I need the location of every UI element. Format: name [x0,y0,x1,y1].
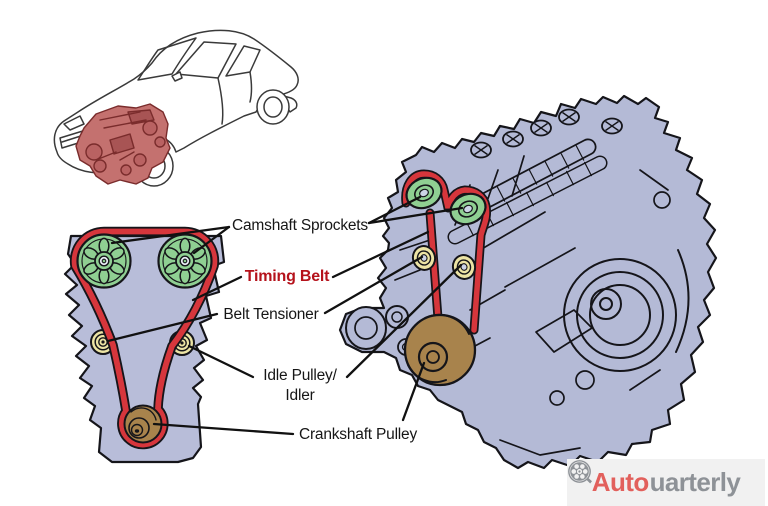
leader-timing-belt-left [191,275,243,302]
leader-camshaft-right-2 [367,206,464,225]
label-crankshaft-pulley: Crankshaft Pulley [298,426,418,443]
oil-cap [530,119,552,137]
logo-wordmark: Auto uarterly [568,460,741,498]
logo-text-uarterly: uarterly [649,467,741,497]
oil-cap [502,130,524,148]
camshaft-sprocket-right [157,233,213,289]
timing-belt-loop [69,226,220,450]
leader-crankshaft-right [401,361,426,422]
oil-cap [470,141,492,159]
leader-tensioner-left [106,312,219,343]
leader-camshaft-left-2 [192,225,231,255]
car-door-line [217,77,224,125]
car-outline-illustration [53,29,299,187]
leader-idle-left [187,344,255,379]
engine-silhouette [338,94,718,470]
label-camshaft-sprockets: Camshaft Sprockets [232,217,368,234]
crankshaft-pulley [123,404,163,444]
label-belt-tensioner: Belt Tensioner [223,306,319,323]
car-rear-window [225,45,261,77]
accessory-pulley-hub [391,311,403,323]
oil-cap [558,108,580,126]
leader-crankshaft-left [152,422,295,436]
engine-illustration [338,94,718,470]
car-rear-wheel-hub [263,96,283,118]
timing-diagram [63,226,226,464]
logo-text-auto: Auto [591,467,649,497]
highlighted-engine [75,103,171,185]
engine-crankshaft-pulley [403,313,477,387]
leader-camshaft-left-1 [110,225,231,245]
accessory-pulley [385,305,409,329]
leader-lines [106,195,464,436]
leader-camshaft-right-1 [367,195,422,225]
car-mirror [171,71,183,82]
alternator [345,306,387,350]
oil-cap [601,117,623,135]
label-idle-pulley: Idle Pulley/ Idler [255,366,345,406]
leader-tensioner-right [323,255,424,315]
label-idle-pulley-line1: Idle Pulley/ [263,367,337,384]
leader-idle-right [345,263,463,379]
logo: Auto uarterly [567,459,765,506]
timing-diagram-block [63,234,226,464]
label-idle-pulley-line2: Idler [285,386,315,404]
car-rear-wheel [256,89,290,125]
car-headlight [63,115,85,131]
label-timing-belt: Timing Belt [244,268,330,285]
car-windshield [137,37,197,81]
car-door-line-2 [249,71,253,103]
leader-timing-belt-right [331,230,430,279]
car-front-window [175,41,237,79]
